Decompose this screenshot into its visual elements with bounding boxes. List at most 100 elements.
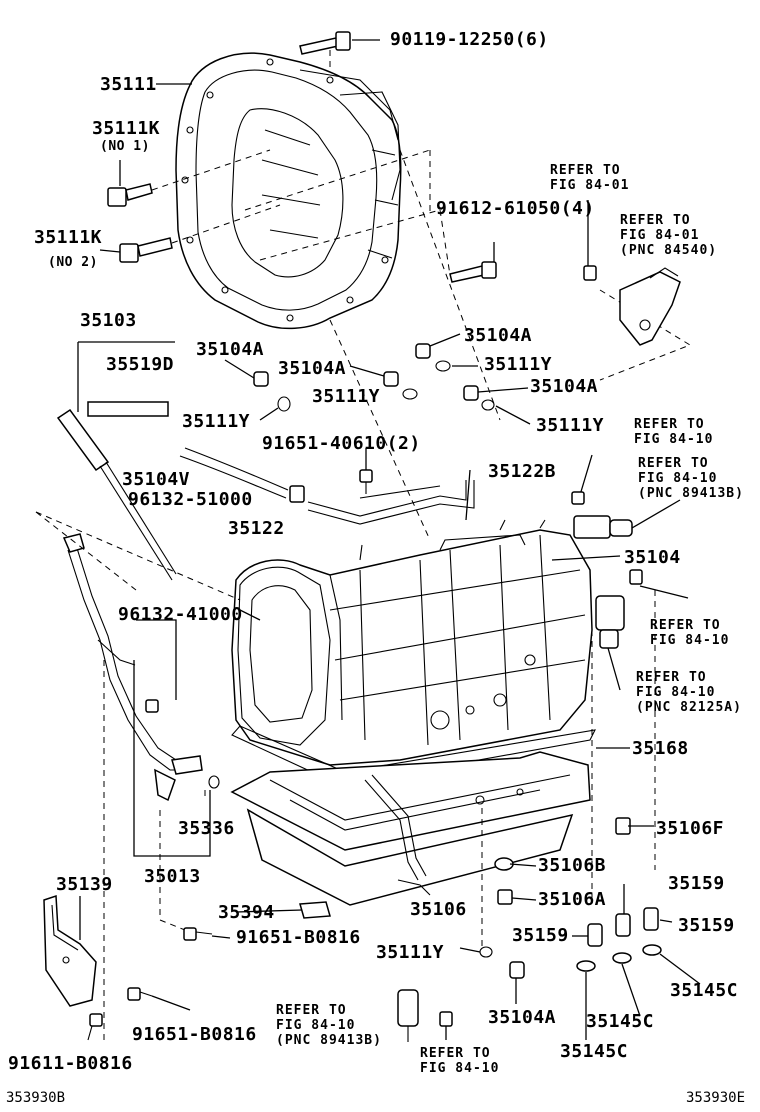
part-label-35145c-2: 35145C (586, 1011, 655, 1032)
bolt-35111k-no2-drawing (99, 204, 281, 263)
refer-note-84-10-e: REFER TO FIG 84-10 (PNC 89413B) (276, 1003, 382, 1048)
oring-b (402, 388, 418, 400)
part-label-35104a-2: 35104A (464, 325, 533, 346)
washer-35145c-b (612, 952, 632, 964)
refer-note-line: REFER TO (634, 417, 705, 432)
refer-note-line: FIG 84-10 (634, 432, 714, 447)
oring-bottom (479, 946, 493, 958)
part-label-35111y-3: 35111Y (182, 411, 251, 432)
bolt-91611-b0816-drawing (87, 1013, 103, 1041)
refer-note-line: REFER TO (620, 213, 691, 228)
refer-note-line: FIG 84-10 (650, 633, 730, 648)
bracket-35139-drawing (43, 894, 97, 1007)
part-label-35122: 35122 (228, 518, 285, 539)
bolt-91651-b0816-b-drawing (127, 987, 191, 1011)
part-label-35104a-4: 35104A (530, 376, 599, 397)
plug-35104a-a-drawing (224, 359, 269, 387)
part-label-35394: 35394 (218, 902, 275, 923)
speed-sensor-84540-drawing (583, 200, 681, 346)
part-label-35519d: 35519D (106, 354, 175, 375)
sensor-89413b-bottom-drawing (397, 989, 453, 1042)
oil-pan-drawing (230, 751, 591, 906)
part-label-35336: 35336 (178, 818, 235, 839)
dipstick-35103-drawing (56, 341, 177, 581)
part-label-35145c-1: 35145C (670, 980, 739, 1001)
part-label-35111: 35111 (100, 74, 157, 95)
part-label-35106a: 35106A (538, 889, 607, 910)
refer-note-line: FIG 84-10 (638, 471, 718, 486)
refer-note-84-10-b: REFER TO FIG 84-10 (PNC 89413B) (638, 456, 744, 501)
part-label-90119-12250: 90119-12250(6) (390, 29, 549, 50)
refer-note-line: FIG 84-10 (636, 685, 716, 700)
oring-35336 (208, 775, 220, 789)
part-label-35106: 35106 (410, 899, 467, 920)
part-note-no1: (NO 1) (100, 139, 150, 154)
plug-35104a-bottom (509, 961, 525, 979)
plug-35106f (615, 817, 631, 835)
part-label-35104a-3: 35104A (278, 358, 347, 379)
bolt-91612-drawing (449, 242, 497, 283)
refer-note-line: (PNC 89413B) (276, 1033, 382, 1048)
part-label-35145c-3: 35145C (560, 1041, 629, 1062)
part-label-35111y-1: 35111Y (484, 354, 553, 375)
cooler-tubes-drawing (62, 533, 203, 802)
refer-note-line: REFER TO (550, 163, 621, 178)
part-label-91651-b0816-2: 91651-B0816 (132, 1024, 257, 1045)
part-label-35168: 35168 (632, 738, 689, 759)
refer-note-84-10-f: REFER TO FIG 84-10 (420, 1046, 499, 1076)
refer-note-84-10-a: REFER TO FIG 84-10 (634, 417, 713, 447)
sleeves-35159-drawing (572, 884, 673, 947)
bolt-91651-40610-drawing (359, 448, 373, 494)
refer-note-line: (PNC 89413B) (638, 486, 744, 501)
plug-35104a-c-drawing (415, 333, 461, 359)
sensor-82125a-drawing (595, 569, 689, 691)
part-label-35013: 35013 (144, 866, 201, 887)
washer-35145c-c (642, 944, 662, 956)
refer-note-line: FIG 84-01 (550, 178, 630, 193)
refer-note-line: REFER TO (420, 1046, 491, 1061)
oring-c (435, 360, 451, 372)
part-label-96132-51000: 96132-51000 (128, 489, 253, 510)
refer-note-line: FIG 84-10 (420, 1061, 500, 1076)
part-label-35111y-2: 35111Y (312, 386, 381, 407)
part-label-91651-b0816-1: 91651-B0816 (236, 927, 361, 948)
bell-housing-drawing (175, 52, 402, 330)
part-label-35104a-5: 35104A (488, 1007, 557, 1028)
part-label-35106b: 35106B (538, 855, 607, 876)
oring-d (481, 399, 495, 411)
washer-35145c-a (576, 960, 596, 972)
sensor-89413b-top-drawing (571, 491, 681, 539)
breather-tube-drawing (307, 480, 475, 525)
bolt-35111k-no1-drawing (107, 149, 271, 207)
part-label-35111k-no1: 35111K (92, 118, 161, 139)
refer-note-84-10-c: REFER TO FIG 84-10 (650, 618, 729, 648)
illustration-code-right: 353930E (686, 1090, 746, 1106)
refer-note-line: REFER TO (638, 456, 709, 471)
plug-35104a-d-drawing (463, 385, 529, 401)
refer-note-line: (PNC 84540) (620, 243, 718, 258)
part-label-91612-61050: 91612-61050(4) (436, 198, 595, 219)
part-label-35122b: 35122B (488, 461, 557, 482)
part-label-96132-41000: 96132-41000 (118, 604, 243, 625)
part-note-no2: (NO 2) (48, 255, 98, 270)
part-label-35104a-1: 35104A (196, 339, 265, 360)
transmission-case-drawing (231, 519, 593, 766)
part-label-35159-2: 35159 (512, 925, 569, 946)
part-label-35103: 35103 (80, 310, 137, 331)
refer-note-line: REFER TO (636, 670, 707, 685)
breather-hose-drawing (179, 447, 305, 503)
magnet-35394 (299, 901, 331, 919)
part-label-35139: 35139 (56, 874, 113, 895)
plug-35106a (497, 889, 513, 905)
oring-a (277, 396, 291, 412)
refer-note-84-10-d: REFER TO FIG 84-10 (PNC 82125A) (636, 670, 742, 715)
part-label-35159-1: 35159 (668, 873, 725, 894)
part-label-35111y-4: 35111Y (536, 415, 605, 436)
bolt-91651-b0816-a-drawing (183, 927, 231, 941)
part-label-91611-b0816: 91611-B0816 (8, 1053, 133, 1074)
refer-note-84-01-a: REFER TO FIG 84-01 (550, 163, 629, 193)
refer-note-line: REFER TO (276, 1003, 347, 1018)
plug-35104a-b-drawing (349, 365, 399, 387)
